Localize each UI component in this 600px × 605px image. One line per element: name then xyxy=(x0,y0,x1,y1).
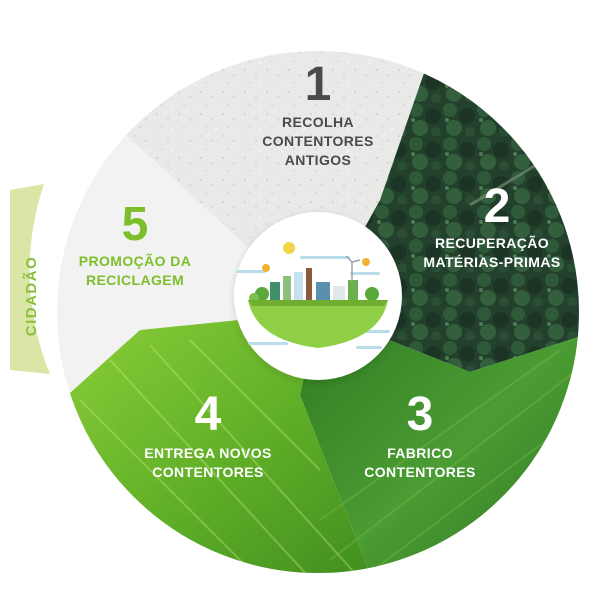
step-number: 4 xyxy=(195,388,222,441)
step-label-line: RECICLAGEM xyxy=(86,272,184,288)
step-number: 1 xyxy=(305,58,332,111)
step-1: 1 RECOLHA CONTENTORES ANTIGOS xyxy=(262,58,374,168)
step-label-line: CONTENTORES xyxy=(152,464,264,480)
step-label-line: CONTENTORES xyxy=(262,133,374,149)
step-number: 3 xyxy=(407,388,434,441)
step-label-line: RECOLHA xyxy=(282,114,354,130)
step-label-line: ANTIGOS xyxy=(285,152,352,168)
step-number: 5 xyxy=(122,198,149,251)
step-label-line: FABRICO xyxy=(387,445,453,461)
step-number: 2 xyxy=(484,180,511,233)
step-3: 3 FABRICO CONTENTORES xyxy=(364,388,476,480)
step-label-line: RECUPERAÇÃO xyxy=(435,234,549,251)
step-label-line: CONTENTORES xyxy=(364,464,476,480)
step-5: 5 PROMOÇÃO DA RECICLAGEM xyxy=(79,198,192,288)
wheel-outline xyxy=(55,49,581,575)
green-city-island-icon xyxy=(236,242,390,349)
step-label-line: ENTREGA NOVOS xyxy=(144,445,272,461)
step-label-line: PROMOÇÃO DA xyxy=(79,252,192,269)
segment-1-bg xyxy=(110,50,440,312)
step-label-line: MATÉRIAS-PRIMAS xyxy=(423,254,560,270)
step-2: 2 RECUPERAÇÃO MATÉRIAS-PRIMAS xyxy=(423,180,560,270)
side-band xyxy=(10,184,50,374)
side-label: CIDADÃO xyxy=(22,256,40,337)
step-4: 4 ENTREGA NOVOS CONTENTORES xyxy=(144,388,272,480)
segment-5-bg xyxy=(56,120,318,420)
